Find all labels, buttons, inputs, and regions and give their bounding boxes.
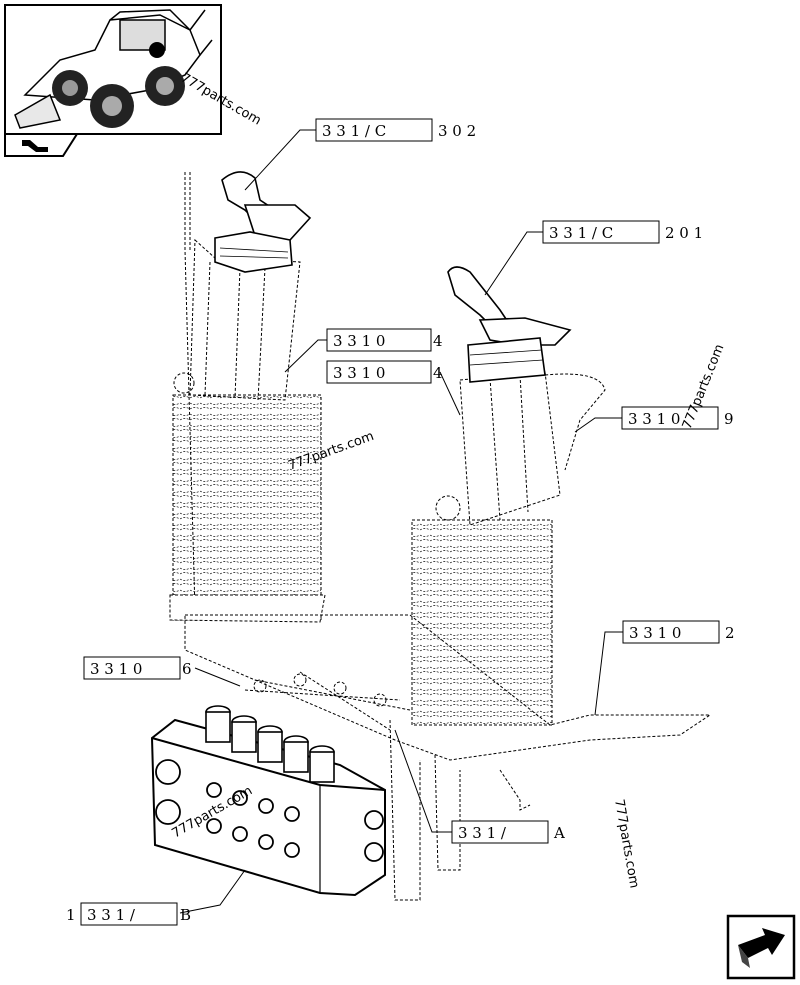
right-joystick-assembly: [184, 371, 712, 901]
ref-code: 3 3 1 0: [333, 332, 385, 350]
ref-suffix: 6: [182, 660, 192, 678]
reference-label[interactable]: 3 3 1 / C 3 0 2: [315, 118, 476, 142]
arrow-left-icon[interactable]: [22, 140, 48, 152]
ref-code: 3 3 1 0: [629, 624, 681, 642]
reference-label[interactable]: 3 3 1 / A: [451, 820, 565, 844]
left-joystick-handle: [214, 171, 312, 273]
watermark-text: 777parts.com: [611, 798, 641, 889]
reference-label[interactable]: 1 3 3 1 / B: [66, 902, 191, 926]
ref-suffix: B: [180, 906, 191, 924]
ref-suffix: 9: [724, 410, 734, 428]
ref-code: 3 3 1 /: [87, 906, 136, 924]
left-joystick-assembly: [169, 172, 326, 623]
ref-suffix: 4: [433, 332, 443, 350]
ref-code: 3 3 1 / C: [549, 224, 613, 242]
reference-label[interactable]: 3 3 1 0 4: [326, 360, 443, 384]
leader-lines: [179, 129, 623, 914]
ref-code: 3 3 1 0: [90, 660, 142, 678]
arrow-forward-icon[interactable]: [726, 914, 796, 980]
reference-label[interactable]: 3 3 1 0 4: [326, 328, 443, 352]
right-joystick-handle: [447, 266, 572, 383]
reference-label[interactable]: 3 3 1 / C 2 0 1: [542, 220, 703, 244]
pilot-valve-fittings: [244, 671, 411, 731]
backhoe-loader-thumbnail[interactable]: [4, 4, 222, 157]
ref-suffix: 2: [725, 624, 735, 642]
control-valve-block: [150, 705, 386, 897]
reference-label[interactable]: 3 3 1 0 2: [622, 620, 735, 644]
reference-label[interactable]: 3 3 1 0 9: [621, 406, 734, 430]
reference-label[interactable]: 3 3 1 0 6: [83, 656, 192, 680]
ref-suffix: 3 0 2: [438, 122, 476, 140]
ref-suffix: 2 0 1: [665, 224, 703, 242]
ref-code: 3 3 1 / C: [322, 122, 386, 140]
ref-suffix: A: [553, 824, 565, 842]
ref-suffix: 4: [433, 364, 443, 382]
ref-code: 3 3 1 /: [458, 824, 507, 842]
ref-prefix: 1: [66, 906, 76, 924]
ref-code: 3 3 1 0: [628, 410, 680, 428]
ref-code: 3 3 1 0: [333, 364, 385, 382]
